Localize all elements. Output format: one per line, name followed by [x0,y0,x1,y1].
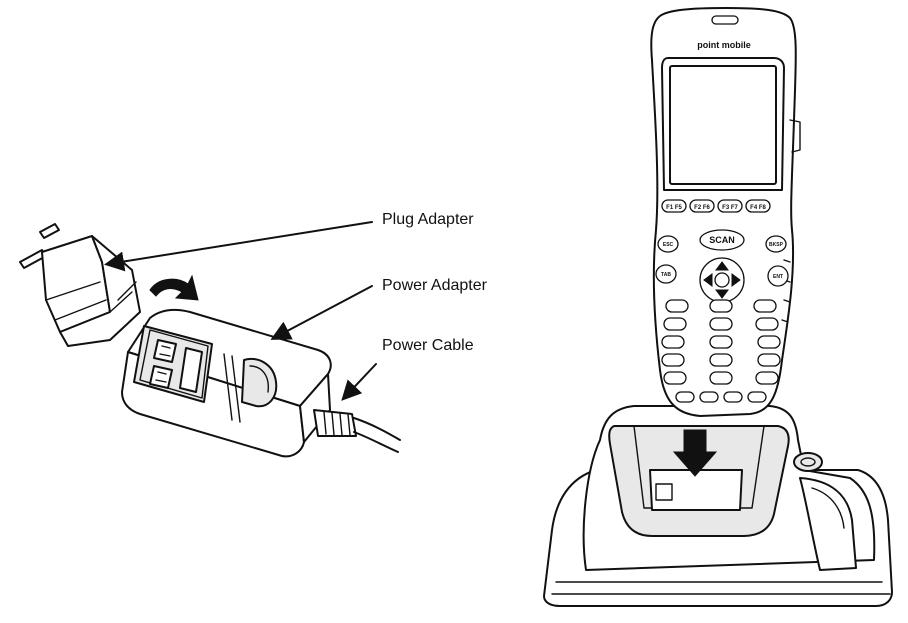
device-screen [670,66,776,184]
scan-key-label: SCAN [709,235,735,245]
esc-key-label: ESC [663,242,674,248]
plug-adapter [20,224,140,346]
plug-adapter-label: Plug Adapter [382,211,474,228]
key-f4: F4 F8 [750,205,766,211]
bksp-key-label: BKSP [769,242,784,248]
key-f1: F1 F5 [666,205,682,211]
insert-arrow [150,276,198,300]
label-power-adapter: Power Adapter [274,277,488,338]
label-plug-adapter: Plug Adapter [108,211,474,264]
ent-key-label: ENT [773,274,783,280]
charging-cradle [544,406,892,606]
handheld-terminal: point mobile F1 F5 F2 F6 F3 F7 F4 F8 SCA… [651,8,800,416]
label-power-cable: Power Cable [344,337,474,398]
brand-logo: point mobile [697,40,751,50]
tab-key-label: TAB [661,272,671,278]
power-cable-label: Power Cable [382,337,474,354]
key-f3: F3 F7 [722,205,738,211]
key-f2: F2 F6 [694,205,710,211]
power-adapter-label: Power Adapter [382,277,488,294]
